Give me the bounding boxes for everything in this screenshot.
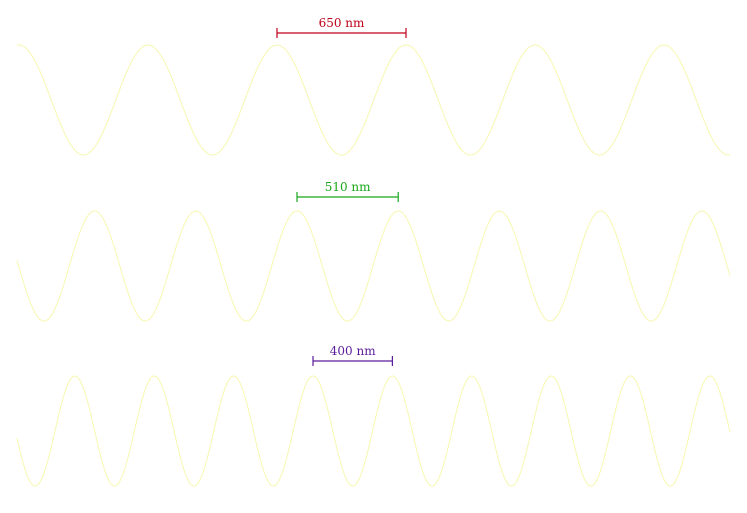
wavelength-marker-violet: 400 nm: [312, 344, 393, 366]
wave-group-violet: 400 nm: [16, 344, 731, 487]
sine-wave-green: [16, 210, 731, 322]
wave-group-green: 510 nm: [16, 180, 731, 322]
wavelength-marker-green: 510 nm: [296, 180, 399, 202]
sine-wave-violet: [16, 375, 731, 487]
wavelength-label-violet: 400 nm: [330, 344, 376, 358]
wavelength-label-red: 650 nm: [319, 16, 365, 30]
sine-wave-red: [16, 44, 731, 156]
wavelength-label-green: 510 nm: [325, 180, 371, 194]
wave-group-red: 650 nm: [16, 16, 731, 156]
wavelength-marker-red: 650 nm: [276, 16, 407, 38]
